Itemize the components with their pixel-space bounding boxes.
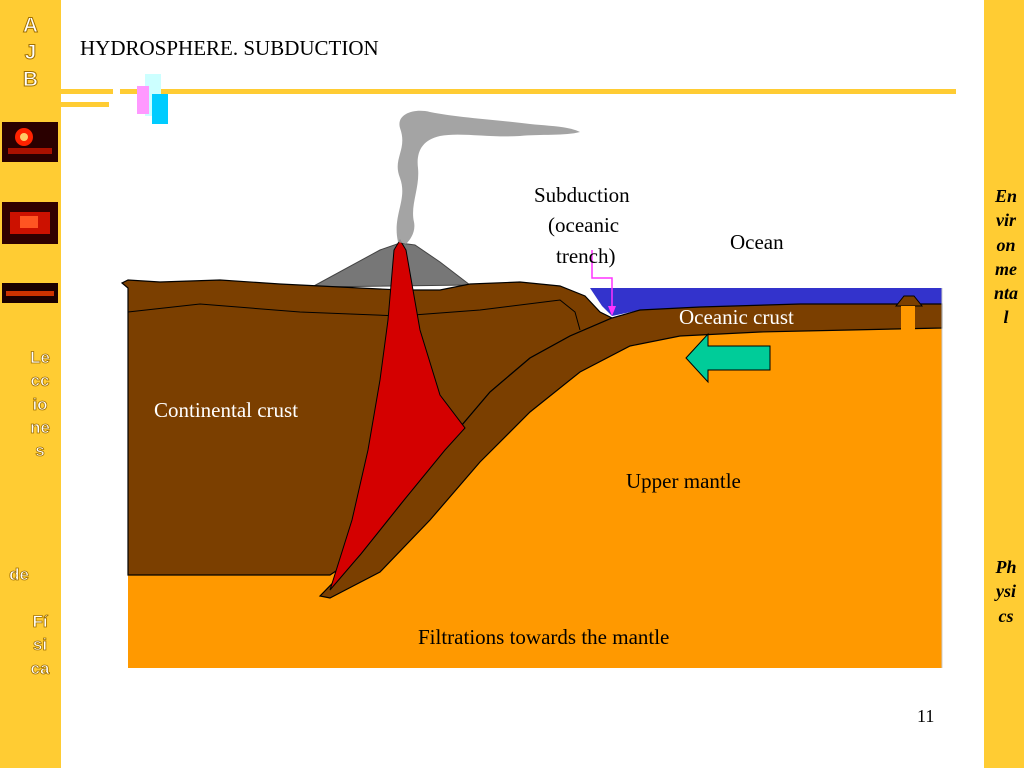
- right-vertical-environmental: Environmental: [994, 186, 1019, 328]
- thumbnail-image-1: [2, 122, 58, 162]
- logo-letter-b: B: [22, 68, 39, 92]
- left-vertical-lecciones: Lecciones: [30, 348, 51, 461]
- continental-crust-label: Continental crust: [154, 398, 299, 422]
- island-magma: [901, 306, 915, 330]
- logo-ajb: A J B: [0, 12, 61, 93]
- thumbnail-image-2: [2, 202, 58, 244]
- left-vertical-de: de: [9, 565, 30, 585]
- right-sidebar: [984, 0, 1024, 768]
- logo-letter-j: J: [24, 41, 37, 65]
- trench-marker-line: [591, 250, 613, 312]
- subduction-direction-arrow: [685, 332, 771, 384]
- smoke-plume: [396, 110, 580, 244]
- upper-mantle-label: Upper mantle: [626, 469, 741, 493]
- ocean-label: Ocean: [730, 230, 784, 254]
- right-vertical-physics: Physics: [995, 557, 1017, 626]
- thumbnail-image-3: [2, 283, 58, 303]
- magma-chamber: [329, 239, 466, 591]
- ocean-water: [590, 288, 942, 316]
- subduction-label-line2: (oceanic: [548, 213, 620, 237]
- oceanic-crust-label: Oceanic crust: [679, 305, 794, 329]
- subduction-label-line3: trench): [556, 244, 616, 268]
- subduction-label-line1: Subduction: [534, 183, 630, 207]
- logo-letter-a: A: [22, 14, 39, 38]
- trench-marker-arrowhead: [608, 306, 616, 316]
- left-vertical-fisica: Física: [30, 612, 50, 678]
- page-number: 11: [917, 706, 935, 726]
- slide-title: HYDROSPHERE. SUBDUCTION: [80, 36, 379, 60]
- filtrations-label: Filtrations towards the mantle: [418, 625, 670, 649]
